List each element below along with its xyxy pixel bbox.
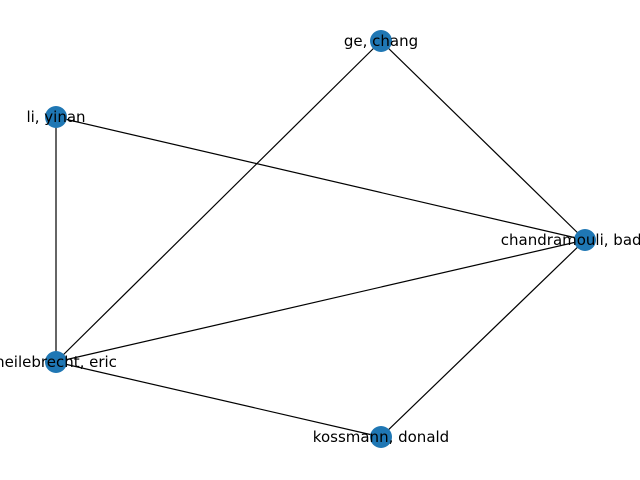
edge-li-chandramouli (55, 116, 586, 241)
node-label-sedlar: heilebrecht, eric (0, 353, 117, 371)
node-li (45, 106, 67, 128)
node-sedlar (45, 351, 67, 373)
node-chandramouli (574, 229, 596, 251)
edge-chandramouli-kossmann (380, 239, 586, 438)
edges-layer (55, 40, 586, 438)
labels-layer: ge, chang li, yinan chandramouli, badrish h… (0, 32, 640, 446)
node-kossmann (370, 426, 392, 448)
edge-sedlar-kossmann (55, 361, 382, 438)
node-ge (370, 30, 392, 52)
node-label-kossmann: kossmann, donald (313, 428, 449, 446)
node-label-li: li, yinan (26, 108, 85, 126)
edge-ge-chandramouli (380, 40, 586, 241)
nodes-layer (45, 30, 596, 448)
edge-ge-sedlar (55, 40, 382, 363)
edge-chandramouli-sedlar (55, 239, 586, 363)
node-label-chandramouli: chandramouli, badrish (501, 231, 640, 249)
node-label-ge: ge, chang (344, 32, 418, 50)
